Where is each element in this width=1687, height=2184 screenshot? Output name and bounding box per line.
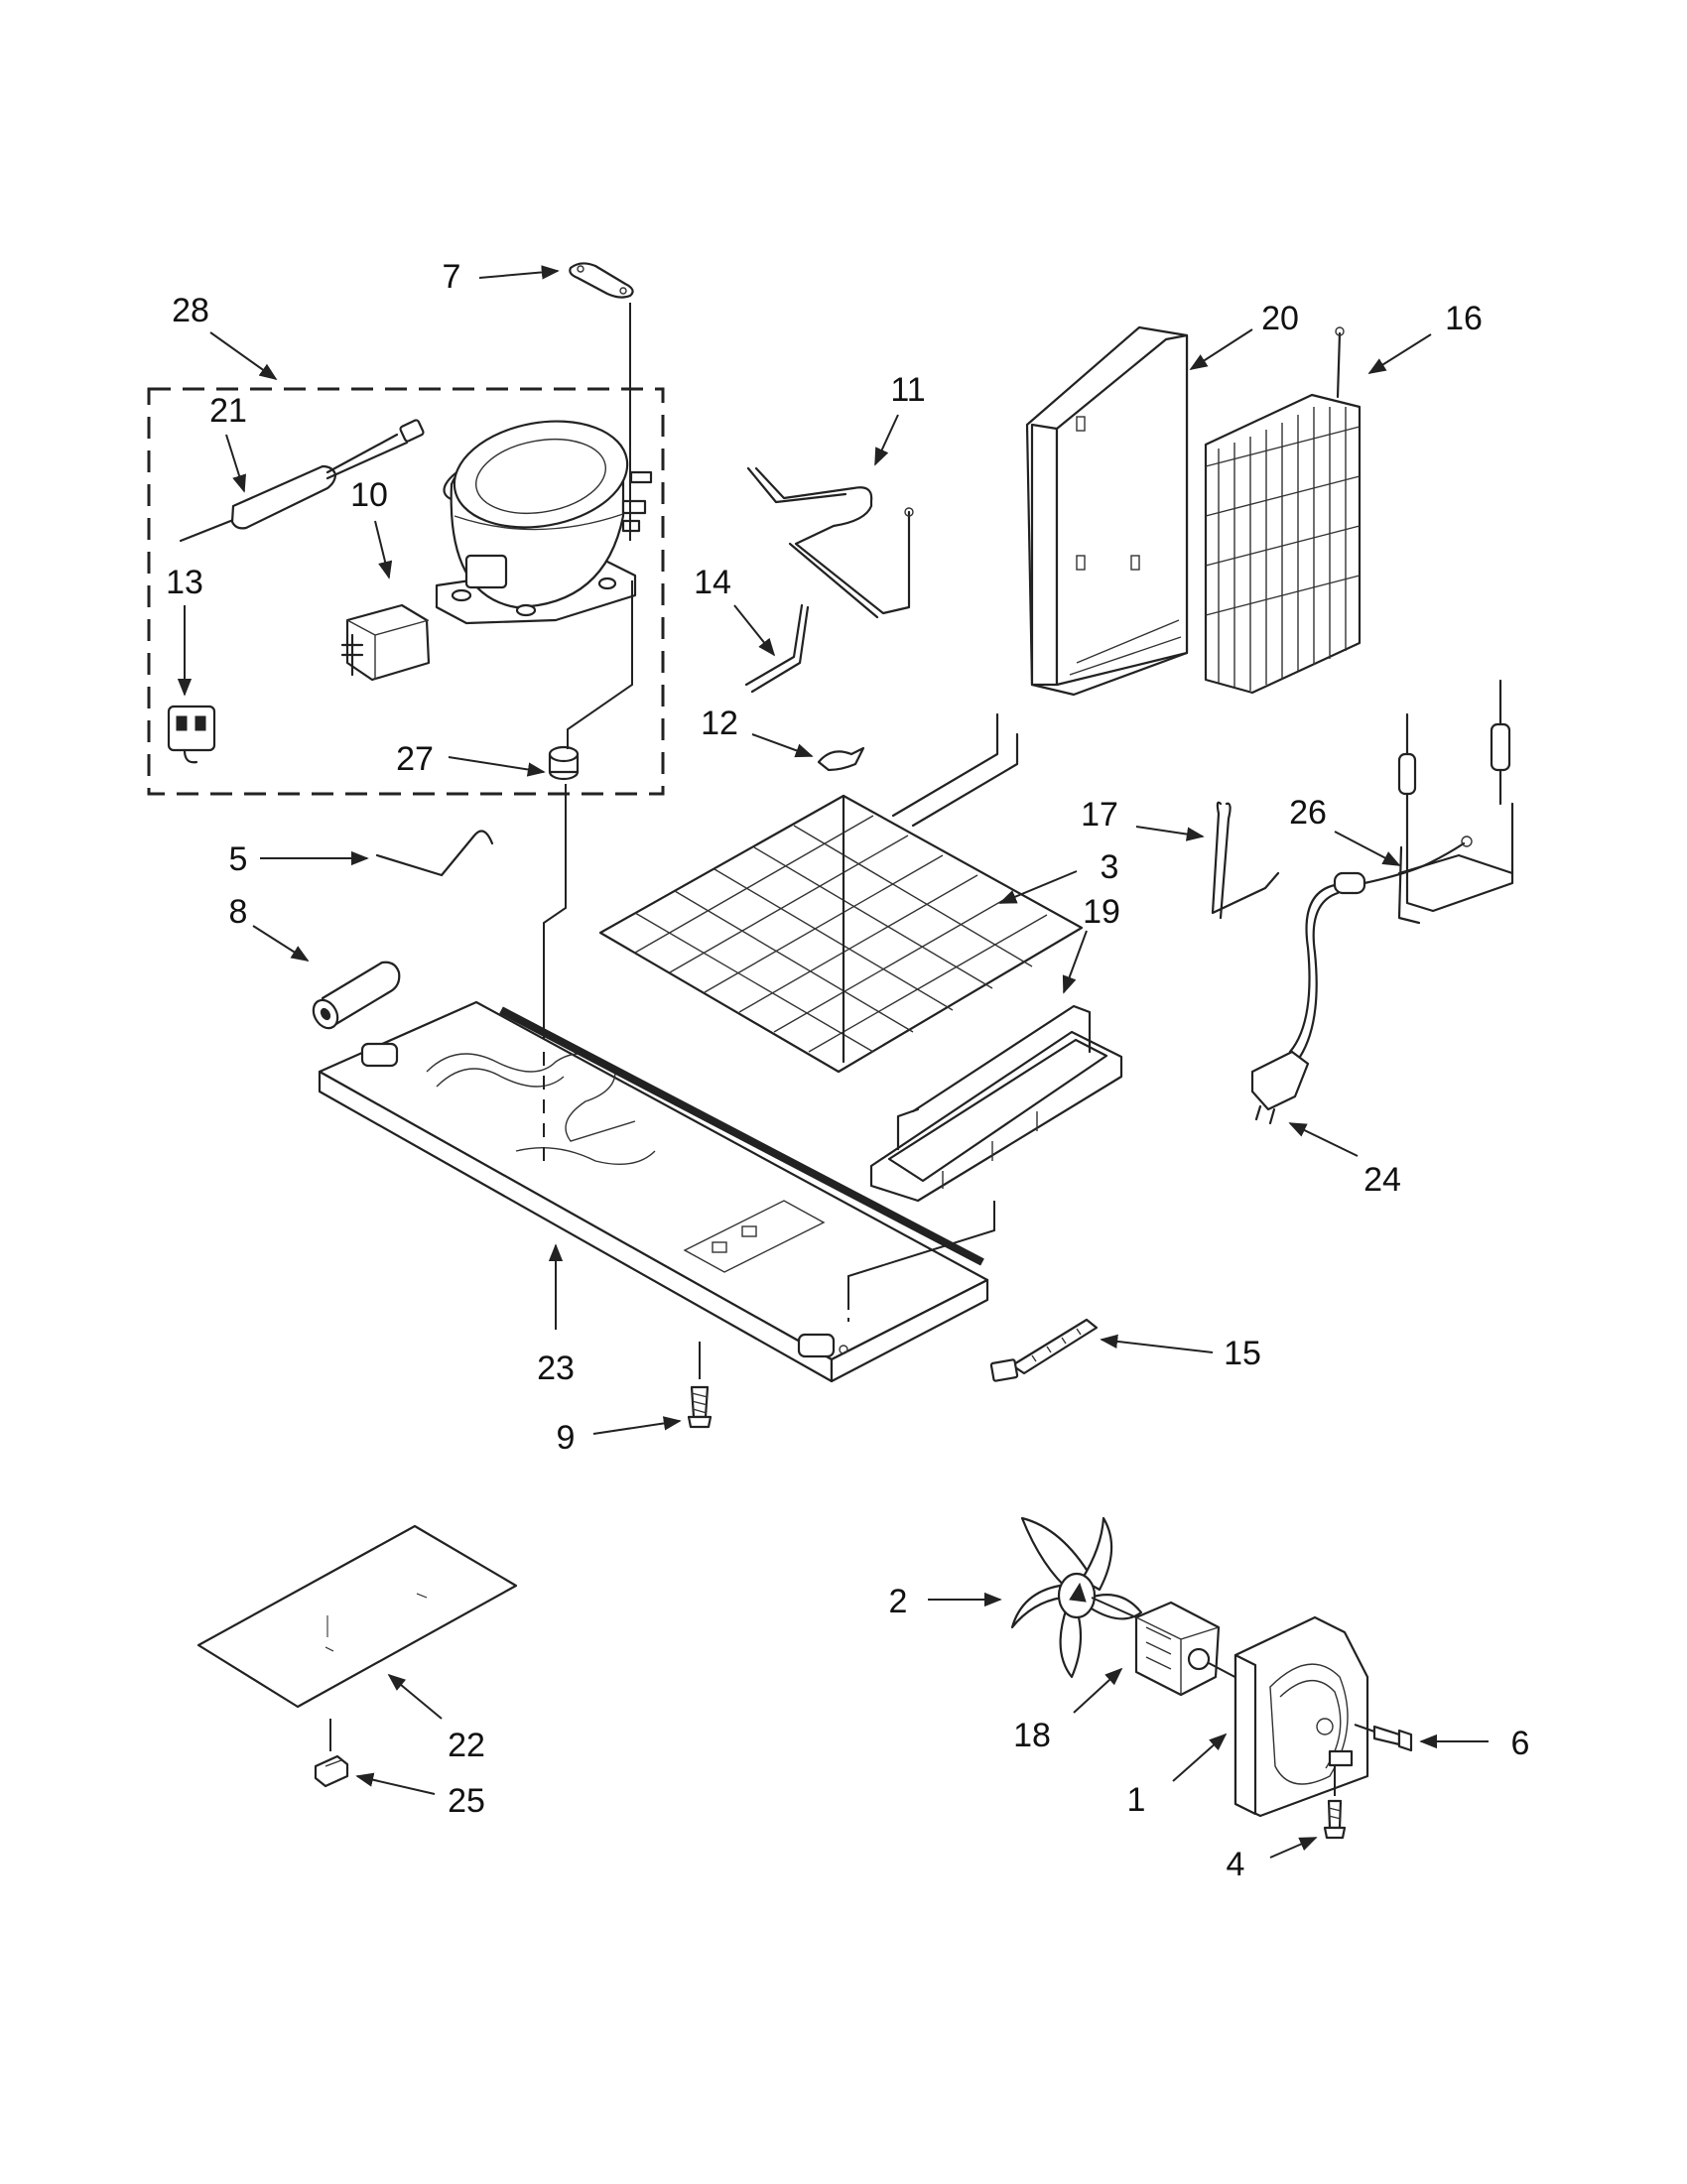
sleeve-illustration bbox=[312, 961, 401, 1030]
callout-14: 14 bbox=[694, 564, 731, 601]
condenser-illustration bbox=[598, 712, 1084, 1074]
cable-tie-illustration bbox=[989, 1318, 1099, 1382]
callout-4: 4 bbox=[1227, 1846, 1245, 1883]
screw-9-illustration bbox=[687, 1342, 713, 1429]
callout-13: 13 bbox=[166, 564, 203, 601]
callout-17: 17 bbox=[1081, 796, 1118, 834]
callout-15: 15 bbox=[1224, 1335, 1261, 1372]
screw-6-illustration bbox=[1354, 1724, 1413, 1752]
bracket-17-illustration bbox=[1211, 801, 1280, 920]
fan-motor-illustration bbox=[1091, 1597, 1311, 1718]
overload-illustration bbox=[167, 705, 216, 764]
evaporator-coil-illustration bbox=[1204, 326, 1362, 695]
fan-bracket-illustration bbox=[1233, 1615, 1369, 1818]
callout-20: 20 bbox=[1261, 300, 1299, 337]
callout-27: 27 bbox=[396, 740, 434, 778]
callout-28: 28 bbox=[172, 292, 209, 329]
seal-strip bbox=[499, 1006, 984, 1266]
callout-6: 6 bbox=[1511, 1725, 1530, 1762]
callout-26: 26 bbox=[1289, 794, 1327, 832]
callout-22: 22 bbox=[448, 1727, 485, 1764]
strap-illustration bbox=[569, 262, 634, 299]
evaporator-cover-illustration bbox=[1025, 325, 1189, 697]
grommet-illustration bbox=[548, 745, 580, 781]
compressor-illustration bbox=[435, 420, 653, 625]
drier-tube-illustration bbox=[1397, 679, 1514, 925]
fan-blade-illustration bbox=[1010, 1516, 1143, 1679]
wire-clip-illustration bbox=[375, 830, 494, 877]
compressor-kit-outline bbox=[147, 387, 665, 796]
callout-9: 9 bbox=[557, 1419, 576, 1457]
base-plate-illustration bbox=[318, 1000, 989, 1383]
leader-line bbox=[567, 580, 633, 749]
callout-arrows bbox=[177, 265, 1489, 1859]
callout-16: 16 bbox=[1445, 300, 1483, 337]
drier-illustration bbox=[179, 419, 425, 543]
callout-5: 5 bbox=[229, 840, 248, 878]
callout-10: 10 bbox=[350, 476, 388, 514]
callout-12: 12 bbox=[701, 705, 738, 742]
callout-23: 23 bbox=[537, 1349, 575, 1387]
callout-3: 3 bbox=[1101, 848, 1119, 886]
callout-24: 24 bbox=[1363, 1161, 1401, 1199]
leader-line bbox=[847, 1201, 995, 1300]
callout-19: 19 bbox=[1083, 893, 1120, 931]
callout-2: 2 bbox=[889, 1583, 908, 1620]
tube-11-illustration bbox=[754, 466, 911, 615]
leader-line bbox=[543, 784, 567, 1052]
callout-25: 25 bbox=[448, 1782, 485, 1820]
callout-1: 1 bbox=[1127, 1781, 1146, 1819]
callout-8: 8 bbox=[229, 893, 248, 931]
screw-4-illustration bbox=[1323, 1766, 1347, 1840]
drain-pan-illustration bbox=[869, 1004, 1123, 1203]
callout-21: 21 bbox=[209, 392, 247, 430]
insulation-sheet-illustration bbox=[196, 1524, 518, 1751]
callout-7: 7 bbox=[443, 258, 461, 296]
power-cord-illustration bbox=[1250, 835, 1473, 1125]
tube-14-illustration bbox=[744, 603, 810, 694]
clip-illustration bbox=[817, 746, 865, 772]
callout-11: 11 bbox=[890, 371, 925, 409]
relay-illustration bbox=[340, 603, 431, 682]
callout-18: 18 bbox=[1013, 1717, 1051, 1754]
clip-25-illustration bbox=[314, 1754, 349, 1788]
